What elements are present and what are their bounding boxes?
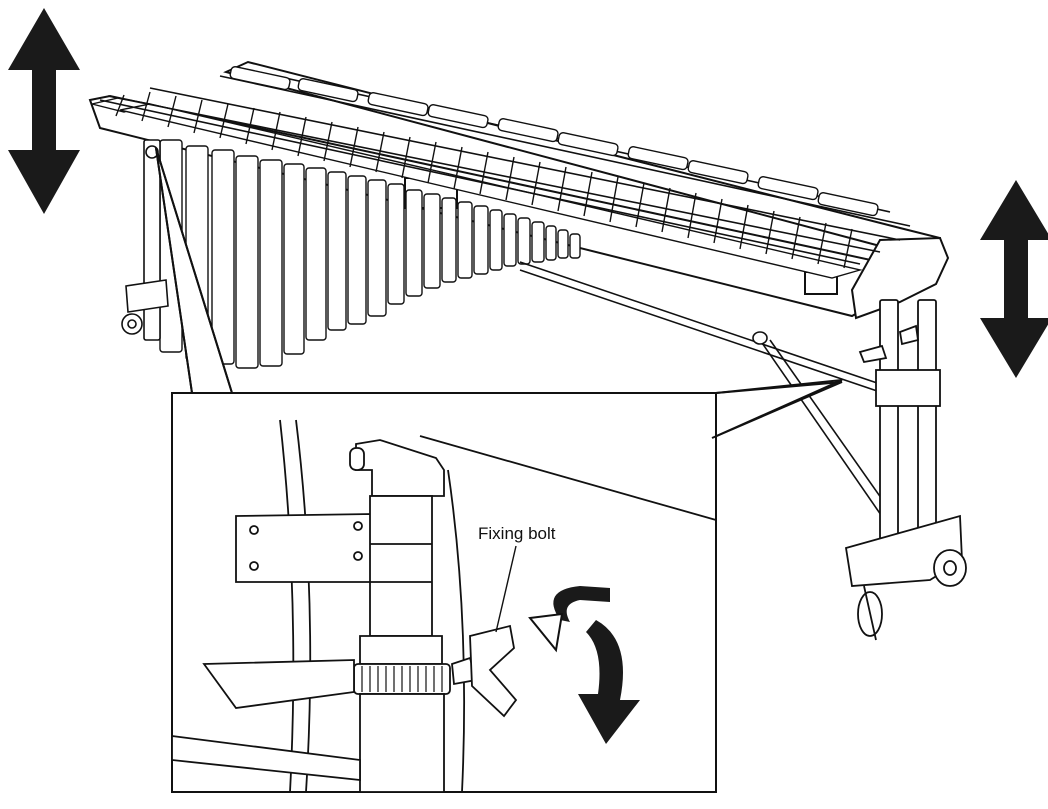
down-arrow-icon <box>578 620 640 744</box>
left-leg <box>121 139 169 341</box>
up-down-arrow-icon <box>8 8 80 214</box>
resonator-pipes <box>159 139 581 369</box>
detail-leg-closeup <box>171 419 717 793</box>
right-leg <box>844 299 967 641</box>
bar-dividers <box>115 91 853 269</box>
up-down-arrow-icon <box>980 180 1048 378</box>
rotate-arrow-icon <box>528 586 610 653</box>
fixing-bolt-label: Fixing bolt <box>478 524 556 543</box>
accidental-bars <box>229 66 879 217</box>
cross-brace <box>519 261 899 529</box>
fixing-bolt-leader <box>495 545 517 633</box>
